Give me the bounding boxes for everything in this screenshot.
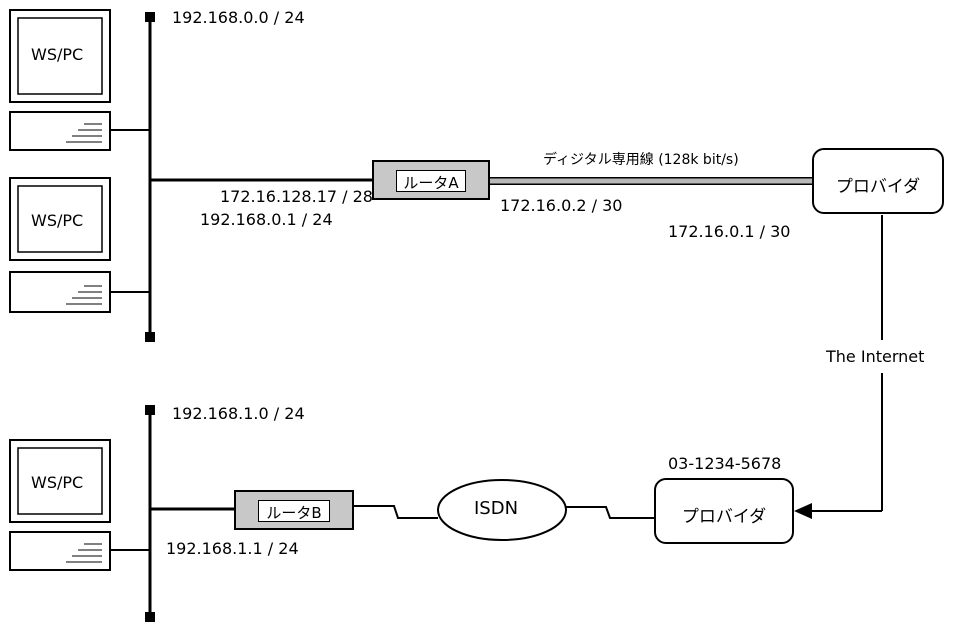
isdn-label: ISDN — [474, 498, 519, 519]
router-b-name-box: ルータB — [258, 500, 330, 522]
provider-bottom-phone: 03-1234-5678 — [668, 454, 782, 473]
lan-a-bottom-terminator — [145, 332, 155, 342]
lan-b-bottom-terminator — [145, 612, 155, 622]
router-b-lan-ip: 192.168.1.1 / 24 — [166, 539, 299, 558]
router-a-lan-ip-1: 172.16.128.17 / 28 — [220, 187, 373, 206]
router-b: ルータB — [234, 490, 354, 530]
lan-a-top-terminator — [145, 12, 155, 22]
isdn-ellipse — [437, 479, 567, 541]
provider-top: プロバイダ — [812, 148, 944, 214]
router-a-name-box: ルータA — [396, 170, 466, 192]
isdn-line-right — [566, 506, 654, 519]
provider-bottom: プロバイダ — [654, 478, 794, 544]
host-a2-device — [9, 177, 111, 313]
host-a1-device — [9, 9, 111, 151]
lan-b-top-terminator — [145, 405, 155, 415]
isdn-line-left — [354, 505, 438, 519]
router-a: ルータA — [372, 160, 490, 200]
subnet-b-label: 192.168.1.0 / 24 — [172, 404, 305, 423]
host-b1-label: WS/PC — [31, 473, 84, 492]
router-a-wan-ip: 172.16.0.2 / 30 — [500, 196, 623, 215]
leased-line-label: ディジタル専用線 (128k bit/s) — [543, 152, 739, 168]
subnet-a-label: 192.168.0.0 / 24 — [172, 8, 305, 27]
provider-bottom-label: プロバイダ — [681, 507, 767, 527]
provider-top-label: プロバイダ — [835, 177, 921, 197]
internet-label: The Internet — [826, 347, 925, 366]
host-a1-label: WS/PC — [31, 45, 84, 64]
router-a-lan-ip-2: 192.168.0.1 / 24 — [200, 210, 333, 229]
router-a-label: ルータA — [403, 174, 459, 192]
provider-top-ip: 172.16.0.1 / 30 — [668, 222, 791, 241]
host-a2-label: WS/PC — [31, 211, 84, 230]
arrow-head — [794, 503, 812, 519]
router-b-label: ルータB — [266, 504, 322, 522]
host-b1-device — [9, 439, 111, 571]
